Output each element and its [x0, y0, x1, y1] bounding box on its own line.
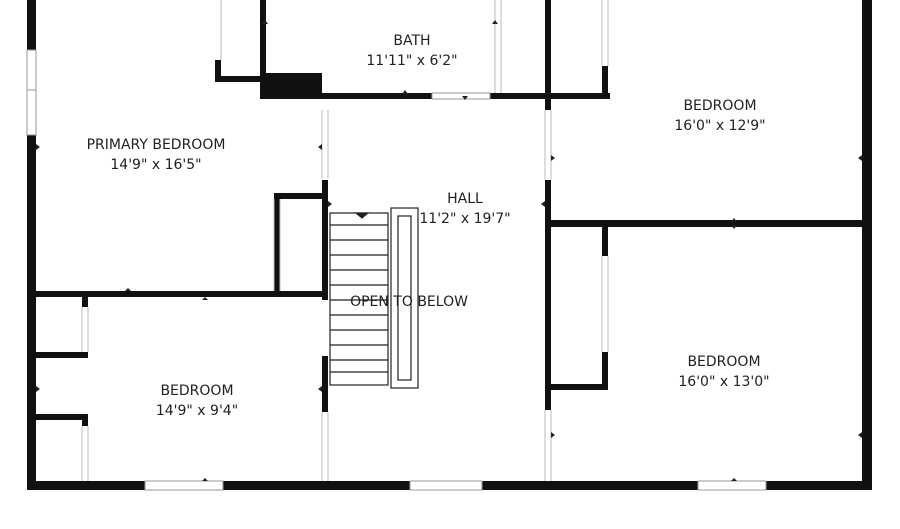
windows: [26, 49, 767, 491]
hall-name: HALL: [447, 191, 483, 207]
bedroom-sw-dims: 14'9" x 9'4": [156, 403, 238, 419]
bedroom-ne-name: BEDROOM: [683, 98, 756, 114]
exterior-walls: [27, 0, 872, 490]
bedroom-se-dims: 16'0" x 13'0": [678, 374, 769, 390]
bedroom-sw-name: BEDROOM: [160, 383, 233, 399]
hall-dims: 11'2" x 19'7": [419, 211, 510, 227]
primary-bedroom-name: PRIMARY BEDROOM: [87, 137, 226, 153]
open-to-below-label: OPEN TO BELOW: [350, 294, 468, 310]
bath-name: BATH: [393, 33, 430, 49]
staircase: [329, 207, 419, 389]
bath-dims: 11'11" x 6'2": [366, 53, 457, 69]
bedroom-se-name: BEDROOM: [687, 354, 760, 370]
bedroom-ne-dims: 16'0" x 12'9": [674, 118, 765, 134]
dimension-ticks: [36, 20, 862, 481]
primary-bedroom-dims: 14'9" x 16'5": [110, 157, 201, 173]
